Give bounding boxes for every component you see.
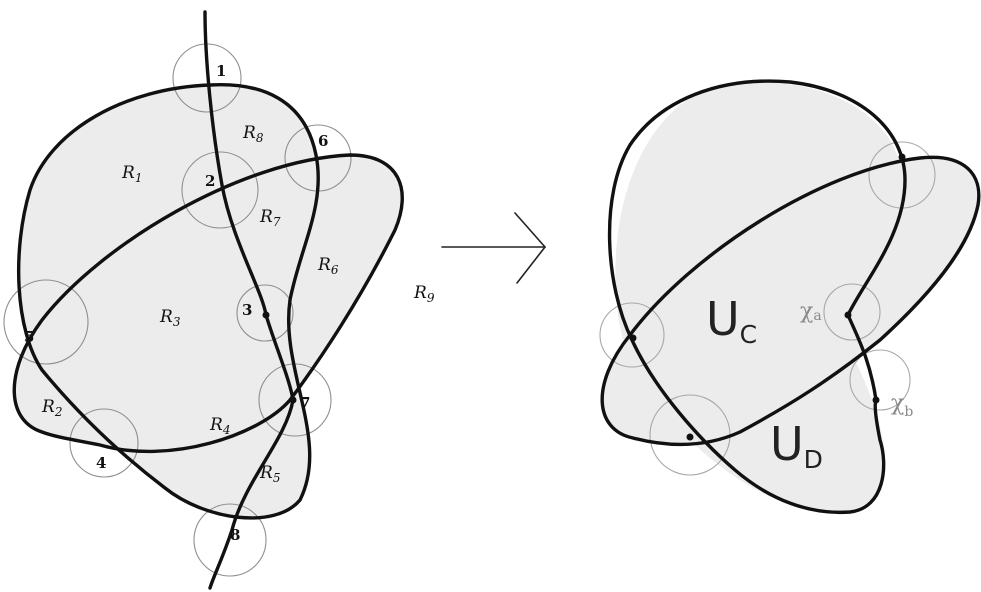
crossing-label-1: 1 [216,62,226,80]
region-label-r2: R2 [41,397,62,419]
label-x-b: χb [891,391,913,420]
transform-arrow [441,212,547,284]
dot-xa [844,311,852,319]
crossing-label-3: 3 [242,301,252,319]
label-u-d: UD [770,417,823,474]
right-circle-left [599,302,665,368]
arrow-head [514,212,547,284]
right-circle-xa [823,283,881,341]
region-label-r4: R4 [209,415,230,437]
left-blob-curve [16,82,320,520]
region-label-r9: R9 [413,283,435,305]
crossing-label-2: 2 [205,172,215,190]
crossing-label-7: 7 [300,394,310,412]
crossing-circle-3 [236,284,294,342]
dot-bottom [686,433,694,441]
crossing-label-5: 5 [24,328,34,346]
right-ellipse-fill [602,157,979,445]
crossing-circle-4 [69,408,139,478]
crossing-label-8: 8 [230,526,240,544]
left-ellipse-curve [12,153,404,454]
region-label-r3: R3 [159,307,181,329]
label-x-a: χa [800,299,822,324]
crossing-circle-2 [181,151,259,229]
region-label-r7: R7 [259,207,281,229]
right-connector-strand [846,313,878,402]
crossing-label-4: 4 [96,454,106,472]
dot-top [898,153,906,161]
right-diagram: UC UD χa χb [599,79,981,515]
left-vertical-strand [203,10,295,590]
crossing-dot-7 [289,396,297,404]
crossing-circle-5 [3,279,89,365]
dot-left [629,334,637,342]
dot-xb [872,396,880,404]
right-blob-curve [607,79,907,515]
right-ellipse-curve [600,155,981,447]
region-label-r8: R8 [242,123,264,145]
right-circle-xb [849,349,911,411]
left-diagram: 1 2 3 4 5 6 7 8 R1 R2 R3 R4 R5 R6 R7 R8 … [3,10,435,590]
region-label-r6: R6 [317,255,339,277]
region-label-r1: R1 [121,163,142,185]
crossing-dot-3 [262,311,270,319]
region-label-r5: R5 [259,463,280,485]
crossing-circle-8 [193,503,267,577]
crossing-label-6: 6 [318,132,328,150]
label-u-c: UC [706,292,757,349]
